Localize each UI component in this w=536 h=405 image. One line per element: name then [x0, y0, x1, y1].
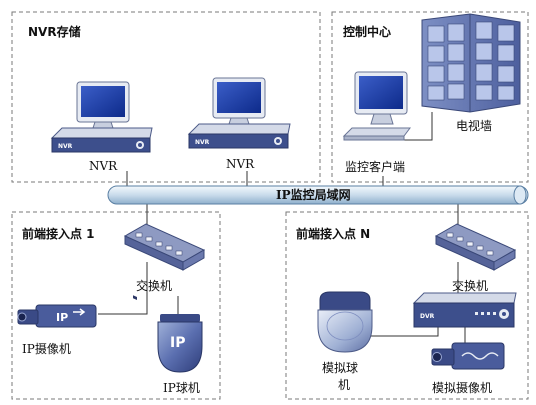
ip-dome-label: IP球机 — [163, 381, 200, 395]
tv-wall: 电视墙 — [421, 13, 521, 133]
zone-title-nvr-storage: NVR存储 — [28, 24, 81, 39]
zone-front-end-1 — [11, 211, 221, 400]
ip-lan-bus: IP监控局域网 — [107, 185, 529, 205]
zone-title-front-end-n: 前端接入点 N — [296, 226, 370, 241]
analog-dome-label-1: 模拟球 — [322, 361, 358, 375]
nvr-label-2: NVR — [226, 157, 255, 171]
analog-dome-label-2: 机 — [338, 378, 350, 392]
switch-1: 交换机 — [123, 223, 206, 300]
switch-n: 交换机 — [434, 223, 517, 293]
nvr-device-2: NVR NVR — [187, 77, 291, 171]
ip-mark-camera: IP — [56, 311, 68, 324]
ip-mark-dome: IP — [170, 335, 185, 351]
nvr-badge-1: NVR — [58, 143, 73, 150]
analog-camera-label: 模拟摄像机 — [432, 380, 492, 395]
ip-camera-label: IP摄像机 — [22, 341, 71, 356]
zone-front-end-n — [285, 211, 529, 400]
switch-1-label: 交换机 — [136, 278, 172, 293]
zone-control-center — [331, 11, 529, 183]
zone-title-front-end-1: 前端接入点 1 — [22, 226, 95, 241]
nvr-label-1: NVR — [89, 159, 118, 173]
zone-title-control-center: 控制中心 — [343, 24, 391, 39]
analog-camera: 模拟摄像机 — [431, 342, 505, 395]
nvr-badge-2: NVR — [195, 139, 210, 146]
ip-camera: IP IP摄像机 — [17, 304, 97, 356]
monitor-client: 监控客户端 — [342, 71, 411, 174]
ip-dome: IP IP球机 — [157, 314, 203, 395]
dvr-badge: DVR — [420, 313, 435, 320]
dvr-device: DVR — [412, 292, 517, 328]
switch-n-label: 交换机 — [452, 278, 488, 293]
ip-lan-label: IP监控局域网 — [276, 187, 351, 202]
monitor-client-label: 监控客户端 — [345, 159, 405, 174]
tv-wall-label: 电视墙 — [456, 118, 492, 133]
nvr-device-1: NVR NVR — [50, 81, 153, 173]
analog-dome: 模拟球 机 — [317, 291, 373, 392]
zone-nvr-storage — [11, 11, 321, 183]
